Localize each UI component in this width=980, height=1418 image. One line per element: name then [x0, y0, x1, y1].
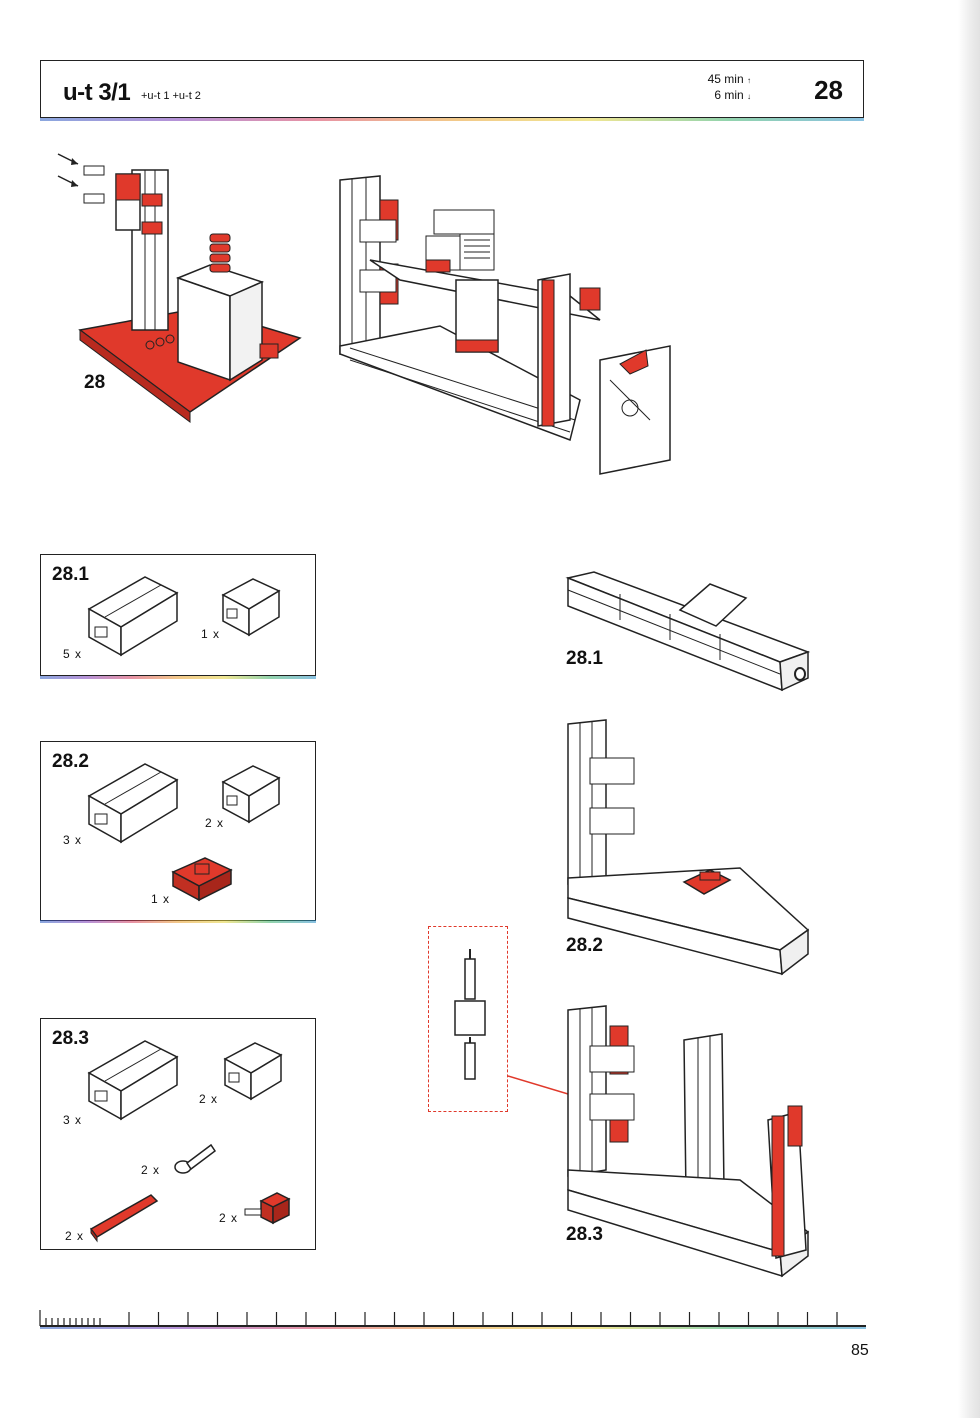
- header-subtitle: +u-t 1 +u-t 2: [141, 90, 201, 102]
- step-label: 28.3: [566, 1224, 603, 1245]
- detail-callout: [428, 926, 508, 1112]
- qty-label: 2 x: [205, 816, 225, 830]
- arrow-up-icon: ↑: [747, 76, 751, 85]
- parts-box-28-3: 28.3 3 x 2 x 2 x 2 x 2 x: [40, 1018, 316, 1250]
- qty-label: 3 x: [63, 1113, 83, 1127]
- step-28-1-assembly: [565, 571, 811, 692]
- block-30-icon: [87, 763, 179, 844]
- qty-label: 5 x: [63, 647, 83, 661]
- time-down: 6 min: [714, 88, 744, 102]
- step-label: 28.1: [566, 648, 603, 669]
- header-time: 45 min ↑ 6 min ↓: [708, 72, 751, 104]
- qty-label: 2 x: [141, 1163, 161, 1177]
- parts-box-label: 28.1: [52, 564, 89, 585]
- time-up: 45 min: [707, 72, 744, 86]
- axle-connector-icon: [174, 1143, 217, 1174]
- qty-label: 2 x: [65, 1229, 85, 1243]
- header-title: u-t 3/1: [63, 79, 131, 106]
- overview-model-illustration: [57, 153, 302, 423]
- qty-label: 2 x: [199, 1092, 219, 1106]
- arrow-down-icon: ↓: [747, 92, 751, 101]
- qty-label: 1 x: [201, 627, 221, 641]
- box-color-strip: [40, 676, 316, 679]
- red-peg-block-icon: [244, 1192, 291, 1225]
- block-30-icon: [87, 576, 179, 657]
- parts-box-label: 28.2: [52, 751, 89, 772]
- parts-box-28-2: 28.2 3 x 2 x 1 x: [40, 741, 316, 921]
- block-15-icon: [221, 578, 281, 637]
- parts-box-28-1: 28.1 5 x 1 x: [40, 554, 316, 676]
- step-28-3-assembly: [567, 1005, 810, 1278]
- block-30-icon: [87, 1040, 179, 1121]
- header-step-number: 28: [814, 75, 843, 105]
- parts-box-label: 28.3: [52, 1028, 89, 1049]
- block-15-icon: [221, 765, 281, 824]
- red-rail-icon: [89, 1194, 159, 1243]
- red-plate-icon: [171, 857, 233, 902]
- ruler-color-strip: [40, 1327, 866, 1329]
- qty-label: 2 x: [219, 1211, 239, 1225]
- main-model-illustration: [339, 175, 671, 475]
- step-label: 28.2: [566, 935, 603, 956]
- qty-label: 1 x: [151, 892, 171, 906]
- page-number: 85: [851, 1342, 869, 1359]
- block-15-icon: [223, 1042, 283, 1101]
- page-header: u-t 3/1 +u-t 1 +u-t 2 45 min ↑ 6 min ↓ 2…: [40, 60, 864, 118]
- axle-pin-icon: [454, 949, 486, 1080]
- overview-label: 28: [84, 372, 106, 393]
- page-edge-shadow: [958, 0, 980, 1418]
- ruler: [39, 1310, 866, 1327]
- header-color-strip: [40, 118, 864, 121]
- step-28-2-assembly: [567, 719, 810, 976]
- box-color-strip: [40, 920, 316, 923]
- qty-label: 3 x: [63, 833, 83, 847]
